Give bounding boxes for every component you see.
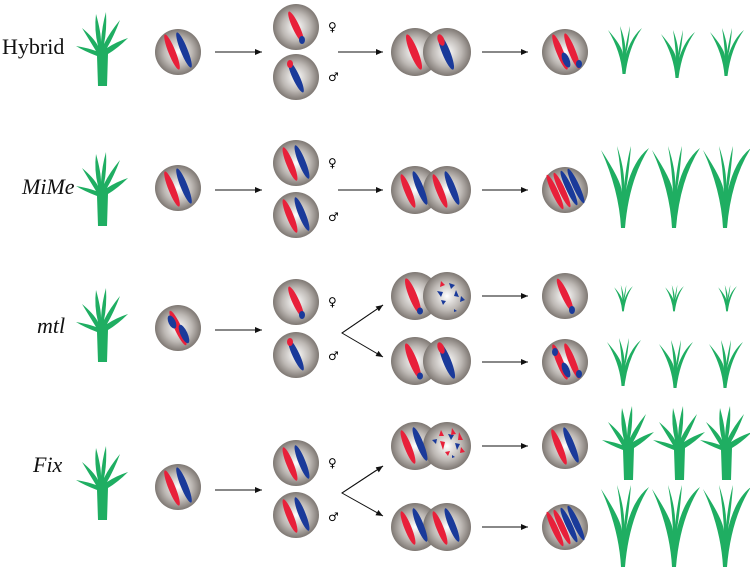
female-symbol: ♀ bbox=[328, 156, 337, 170]
female-symbol: ♀ bbox=[328, 456, 337, 470]
male-symbol: ♂ bbox=[328, 70, 339, 84]
offspring-plant-icon bbox=[607, 338, 641, 386]
male-symbol: ♂ bbox=[328, 510, 339, 524]
parent-plant-icon bbox=[76, 152, 128, 226]
offspring-plant-icon bbox=[652, 485, 700, 567]
parent-plant-icon bbox=[76, 12, 128, 86]
zygote bbox=[391, 503, 471, 551]
offspring-plant-icon bbox=[614, 285, 633, 312]
row-label-mtl: mtl bbox=[37, 313, 66, 338]
zygote bbox=[391, 337, 471, 385]
male-gamete bbox=[273, 332, 319, 378]
row-mtl: ♀ ♂ bbox=[76, 272, 743, 388]
offspring-plant-icon bbox=[661, 30, 695, 78]
female-gamete bbox=[273, 4, 319, 50]
row-hybrid: ♀ ♂ bbox=[76, 4, 744, 100]
offspring-cell bbox=[542, 29, 588, 75]
offspring-cell-haploid bbox=[542, 273, 588, 319]
zygote-eliminated bbox=[391, 422, 471, 470]
zygote-eliminated bbox=[391, 272, 471, 320]
male-symbol: ♂ bbox=[328, 210, 339, 224]
offspring-plant-icon bbox=[665, 285, 684, 312]
row-label-fix: Fix bbox=[33, 452, 63, 477]
row-label-mime: MiMe bbox=[22, 174, 75, 199]
female-gamete bbox=[273, 279, 319, 325]
zygote bbox=[391, 28, 471, 76]
offspring-plant-icon bbox=[653, 406, 705, 480]
offspring-cell bbox=[542, 504, 588, 550]
row-fix: ♀ ♂ bbox=[76, 406, 750, 567]
parent-plant-icon bbox=[76, 446, 128, 520]
offspring-cell bbox=[542, 167, 588, 213]
offspring-plant-icon bbox=[710, 28, 744, 76]
parent-plant-icon bbox=[76, 288, 128, 362]
male-gamete bbox=[273, 492, 319, 538]
male-gamete bbox=[273, 54, 319, 100]
female-symbol: ♀ bbox=[328, 20, 337, 34]
parent-cell bbox=[155, 165, 201, 211]
offspring-plant-icon bbox=[601, 485, 649, 567]
offspring-plant-icon bbox=[602, 406, 654, 480]
offspring-plant-icon bbox=[703, 146, 750, 228]
parent-cell bbox=[155, 305, 201, 351]
offspring-plant-icon bbox=[703, 485, 750, 567]
offspring-plant-icon bbox=[718, 285, 737, 312]
offspring-plant-icon bbox=[700, 406, 750, 480]
row-mime: ♀ ♂ bbox=[76, 140, 750, 238]
offspring-plant-icon bbox=[608, 26, 642, 74]
offspring-plant-icon bbox=[652, 146, 700, 228]
female-gamete bbox=[273, 140, 319, 186]
parent-cell bbox=[155, 464, 201, 510]
offspring-cell-clonal bbox=[542, 423, 588, 469]
zygote bbox=[391, 166, 471, 214]
row-label-hybrid: Hybrid bbox=[2, 34, 65, 59]
offspring-cell bbox=[542, 339, 588, 385]
male-symbol: ♂ bbox=[328, 349, 339, 363]
offspring-plant-icon bbox=[709, 340, 743, 388]
female-gamete bbox=[273, 440, 319, 486]
female-symbol: ♀ bbox=[328, 295, 337, 309]
male-gamete bbox=[273, 192, 319, 238]
parent-cell bbox=[155, 29, 201, 75]
offspring-plant-icon bbox=[601, 146, 649, 228]
offspring-plant-icon bbox=[659, 340, 693, 388]
